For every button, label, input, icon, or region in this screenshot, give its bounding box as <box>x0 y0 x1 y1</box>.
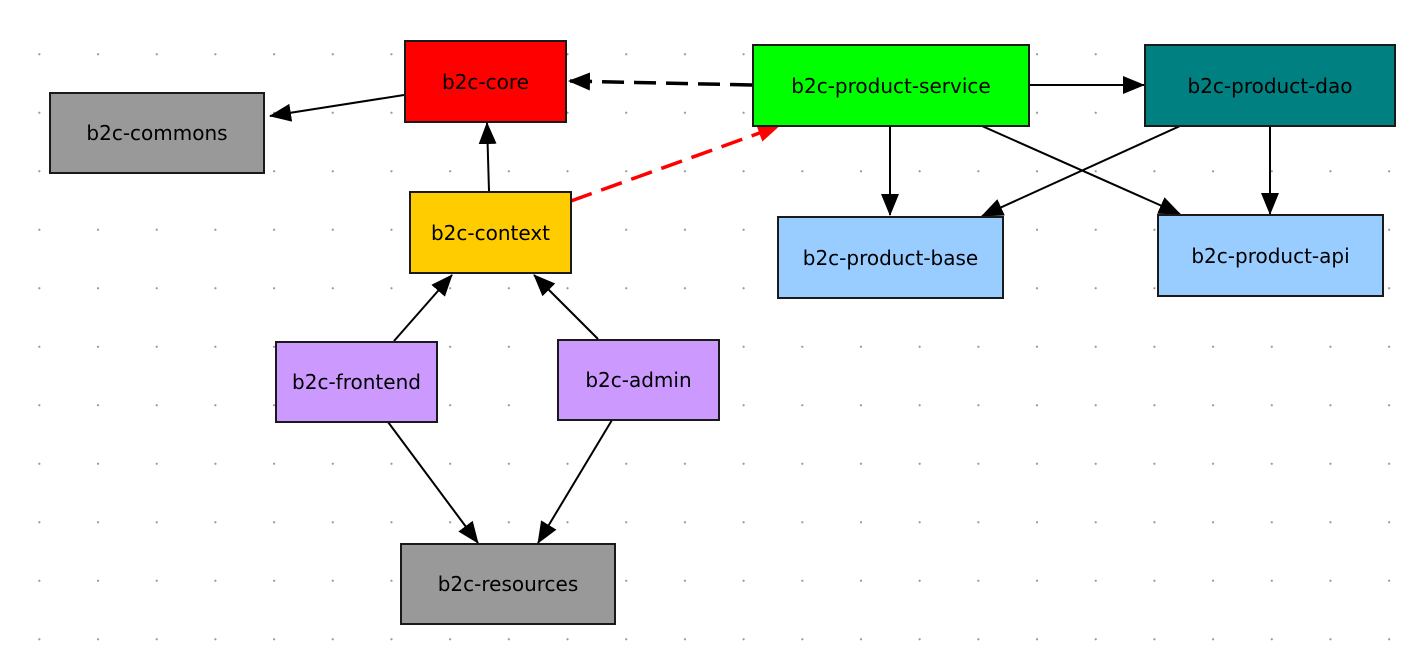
node-label: b2c-core <box>442 69 529 94</box>
node-label: b2c-resources <box>437 572 579 596</box>
edge-admin-to-resources <box>537 419 613 544</box>
node-label: b2c-product-base <box>802 245 979 270</box>
node-label: b2c-product-api <box>1191 243 1350 268</box>
node-b2c-product-dao[interactable]: b2c-product-dao <box>1144 44 1396 127</box>
edge-context-to-core <box>478 122 497 192</box>
node-b2c-frontend[interactable]: b2c-frontend <box>275 341 438 423</box>
node-b2c-product-api[interactable]: b2c-product-api <box>1157 214 1384 297</box>
node-b2c-product-base[interactable]: b2c-product-base <box>777 216 1004 299</box>
node-label: b2c-frontend <box>292 370 421 394</box>
node-b2c-product-service[interactable]: b2c-product-service <box>752 44 1030 127</box>
edge-product-service-to-core <box>568 72 753 91</box>
edge-context-to-product-service <box>570 124 780 203</box>
node-label: b2c-admin <box>585 368 692 392</box>
node-b2c-context[interactable]: b2c-context <box>409 191 572 274</box>
node-label: b2c-commons <box>86 121 228 145</box>
node-b2c-admin[interactable]: b2c-admin <box>557 339 720 421</box>
edge-product-dao-to-product-base <box>981 125 1181 217</box>
edge-admin-to-context <box>533 274 599 340</box>
node-label: b2c-product-dao <box>1187 73 1353 98</box>
node-b2c-commons[interactable]: b2c-commons <box>49 92 265 174</box>
edge-core-to-commons <box>269 94 405 122</box>
node-label: b2c-context <box>430 220 550 245</box>
node-b2c-resources[interactable]: b2c-resources <box>400 543 616 625</box>
edge-frontend-to-context <box>393 274 453 342</box>
node-b2c-core[interactable]: b2c-core <box>404 40 567 123</box>
node-label: b2c-product-service <box>791 73 991 98</box>
edge-frontend-to-resources <box>387 421 479 544</box>
